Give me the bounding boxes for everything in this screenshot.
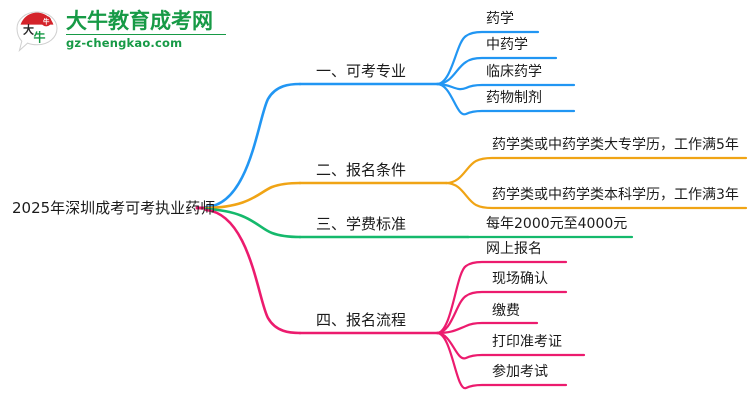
mindmap-leaf-1-4[interactable]: 药物制剂: [486, 90, 542, 106]
branch-connector-2: [204, 181, 448, 210]
mindmap-leaf-2-1[interactable]: 药学类或中药学类大专学历，工作满5年: [492, 137, 739, 153]
branch-connector-4: [204, 208, 439, 335]
svg-text:牛: 牛: [43, 17, 50, 26]
leaf-connectors-1: [435, 30, 576, 116]
mindmap-branch-4[interactable]: 四、报名流程: [316, 311, 407, 329]
leaf-connectors-4: [435, 260, 586, 390]
mindmap-leaf-4-3[interactable]: 缴费: [492, 303, 520, 319]
mindmap-leaf-4-2[interactable]: 现场确认: [492, 271, 548, 287]
branch-connector-1: [204, 82, 439, 209]
mindmap-leaf-1-1[interactable]: 药学: [486, 11, 514, 27]
mindmap-branch-2[interactable]: 二、报名条件: [316, 161, 407, 179]
site-logo: 牛 大 牛 大牛教育成考网 gz-chengkao.com: [14, 8, 234, 58]
logo-en-text: gz-chengkao.com: [66, 34, 226, 51]
mindmap-leaf-4-5[interactable]: 参加考试: [492, 364, 548, 380]
svg-text:大: 大: [23, 23, 34, 37]
mindmap-root-node[interactable]: 2025年深圳成考可考执业药师: [12, 199, 216, 217]
svg-text:牛: 牛: [33, 29, 45, 44]
mindmap-branch-3[interactable]: 三、学费标准: [316, 215, 407, 233]
leaf-connectors-2: [444, 156, 748, 210]
mindmap-leaf-2-2[interactable]: 药学类或中药学类本科学历，工作满3年: [492, 187, 739, 203]
mindmap-leaf-4-1[interactable]: 网上报名: [486, 241, 542, 257]
logo-cn-text: 大牛教育成考网: [66, 9, 213, 33]
daniu-speech-bubble-logo-icon: 牛 大 牛: [16, 11, 58, 52]
mindmap-leaf-3-1[interactable]: 每年2000元至4000元: [486, 216, 628, 232]
branch-connector-3: [204, 207, 470, 239]
mindmap-leaf-4-4[interactable]: 打印准考证: [492, 334, 562, 350]
logo-text-block: 大牛教育成考网 gz-chengkao.com: [66, 9, 226, 51]
mindmap-leaf-1-2[interactable]: 中药学: [486, 37, 528, 53]
mindmap-branch-1[interactable]: 一、可考专业: [316, 62, 407, 80]
mindmap-leaf-1-3[interactable]: 临床药学: [486, 64, 542, 80]
